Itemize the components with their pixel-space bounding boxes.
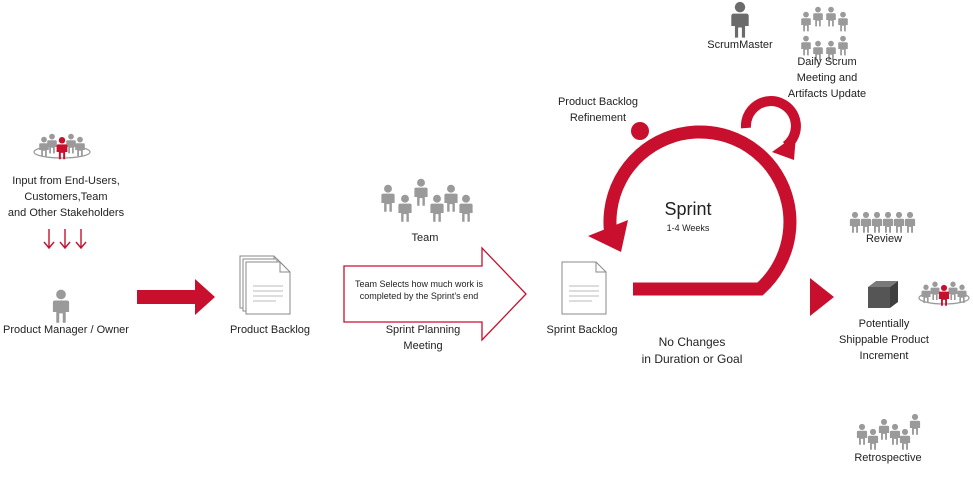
input-down-arrows-icon — [43, 229, 87, 250]
product-owner-label: Product Manager / Owner — [3, 324, 129, 336]
daily-scrum-label: Daily Scrum Meeting and Artifacts Update — [787, 56, 867, 100]
sprint-backlog-document-icon — [561, 261, 607, 315]
scrum-master-person-icon — [731, 1, 749, 38]
sprint-planning-arrow-icon — [343, 246, 527, 342]
retrospective-group-icon — [856, 413, 921, 450]
retrospective-label: Retrospective — [854, 452, 922, 464]
review-label: Review — [865, 233, 903, 245]
flow-arrow-icon — [137, 279, 215, 315]
stakeholders-circle-icon — [918, 281, 970, 306]
no-changes-label: No Changes in Duration or Goal — [641, 335, 743, 366]
team-selects-label: Team Selects how much work is completed … — [354, 279, 484, 301]
stakeholders-group-icon — [33, 133, 91, 160]
scrum-master-label: ScrumMaster — [707, 39, 773, 51]
increment-cube-icon — [868, 281, 898, 308]
team-group-icon — [381, 178, 473, 222]
product-backlog-document-icon — [239, 255, 291, 315]
sprint-cycle-icon — [588, 96, 834, 316]
sprint-label: Sprint — [664, 199, 712, 219]
review-group-icon — [849, 211, 916, 233]
product-owner-person-icon — [52, 289, 70, 323]
sprint-backlog-label: Sprint Backlog — [546, 324, 618, 336]
increment-label: Potentially Shippable Product Increment — [839, 318, 929, 362]
team-label: Team — [411, 232, 439, 244]
sprint-planning-label: Sprint Planning Meeting — [385, 324, 461, 352]
sprint-duration-label: 1-4 Weeks — [666, 223, 710, 233]
product-backlog-label: Product Backlog — [229, 324, 311, 336]
inputs-label: Input from End-Users, Customers,Team and… — [7, 175, 125, 219]
daily-scrum-group-icon — [801, 6, 848, 61]
backlog-refinement-label: Product Backlog Refinement — [557, 96, 639, 124]
